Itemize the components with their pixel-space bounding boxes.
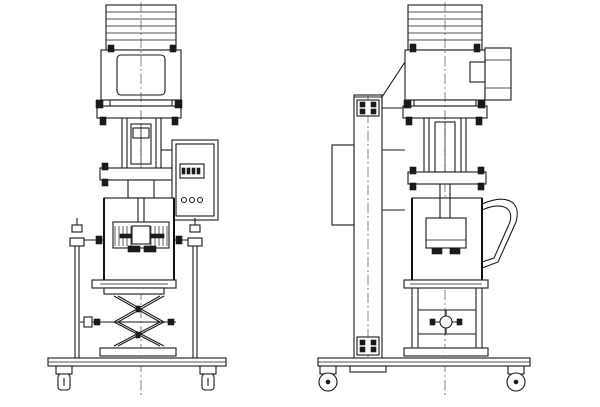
side-view: [317, 2, 531, 395]
discharge-hose: [481, 198, 518, 269]
mixing-vessel: [103, 197, 175, 281]
middle-flange-side: [407, 166, 487, 191]
middle-flange: [99, 162, 183, 199]
guide-rods: [121, 2, 162, 395]
control-knob: [188, 196, 196, 204]
control-knob: [180, 196, 188, 204]
mixing-vessel-side: [411, 184, 518, 281]
lift-handwheel-hub: [439, 315, 453, 329]
motor-side: [404, 4, 512, 107]
rotor-stator-head-side: [425, 217, 467, 249]
lift-handle: [83, 316, 93, 328]
upper-flange: [95, 99, 183, 126]
motor-bolt: [169, 44, 177, 53]
control-box-housing: [171, 139, 219, 221]
lift-platform-side: [403, 279, 489, 357]
terminal-box-side: [484, 47, 512, 101]
base-frame-side: [317, 357, 531, 392]
scissor-lift: [80, 279, 177, 357]
control-box: [161, 139, 219, 221]
control-box-side: [331, 144, 355, 226]
vessel-clamps: [69, 218, 203, 247]
front-view: [47, 2, 227, 395]
support-posts: [74, 246, 198, 360]
motor-bolt: [107, 44, 115, 53]
control-knob: [196, 196, 204, 204]
guide-rods-side: [423, 2, 467, 395]
base-frame: [47, 357, 227, 391]
lift-column: [353, 94, 383, 361]
